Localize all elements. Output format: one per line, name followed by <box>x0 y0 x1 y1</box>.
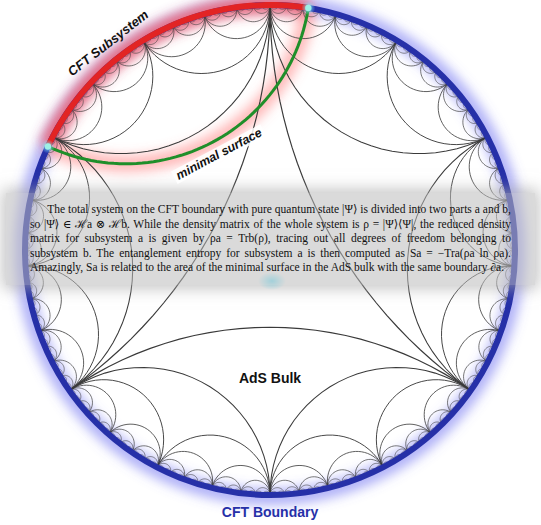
geodesic-arc <box>380 424 432 467</box>
features <box>25 1 515 495</box>
hyperbolic-tiling <box>25 5 515 495</box>
text-band: The total system on the CFT boundary wit… <box>6 193 535 285</box>
explanation-paragraph: The total system on the CFT boundary wit… <box>30 202 511 275</box>
geodesic-arc <box>392 41 449 92</box>
minimal-surface-curve <box>48 8 308 164</box>
geodesic-arc <box>424 385 470 434</box>
endpoint-glow <box>301 1 315 15</box>
endpoint-dot <box>305 5 311 11</box>
endpoint-dot <box>45 143 51 149</box>
geodesic-arc <box>69 327 470 390</box>
endpoint-glow <box>41 139 55 153</box>
glow-layer <box>23 3 517 497</box>
geodesic-arc <box>438 83 487 141</box>
geodesic-arc <box>376 380 470 468</box>
boundary-label: CFT Boundary <box>219 504 321 520</box>
subsystem-arc <box>48 5 308 146</box>
geodesic-arc <box>53 83 102 141</box>
geodesic-arc <box>108 424 160 467</box>
geodesic-arc <box>69 380 163 468</box>
cft-boundary-circle <box>25 5 515 495</box>
geodesic-arc <box>69 385 115 434</box>
bulk-label: AdS Bulk <box>236 370 304 386</box>
boundary-glow <box>23 3 517 497</box>
geodesic-arc <box>387 41 487 145</box>
